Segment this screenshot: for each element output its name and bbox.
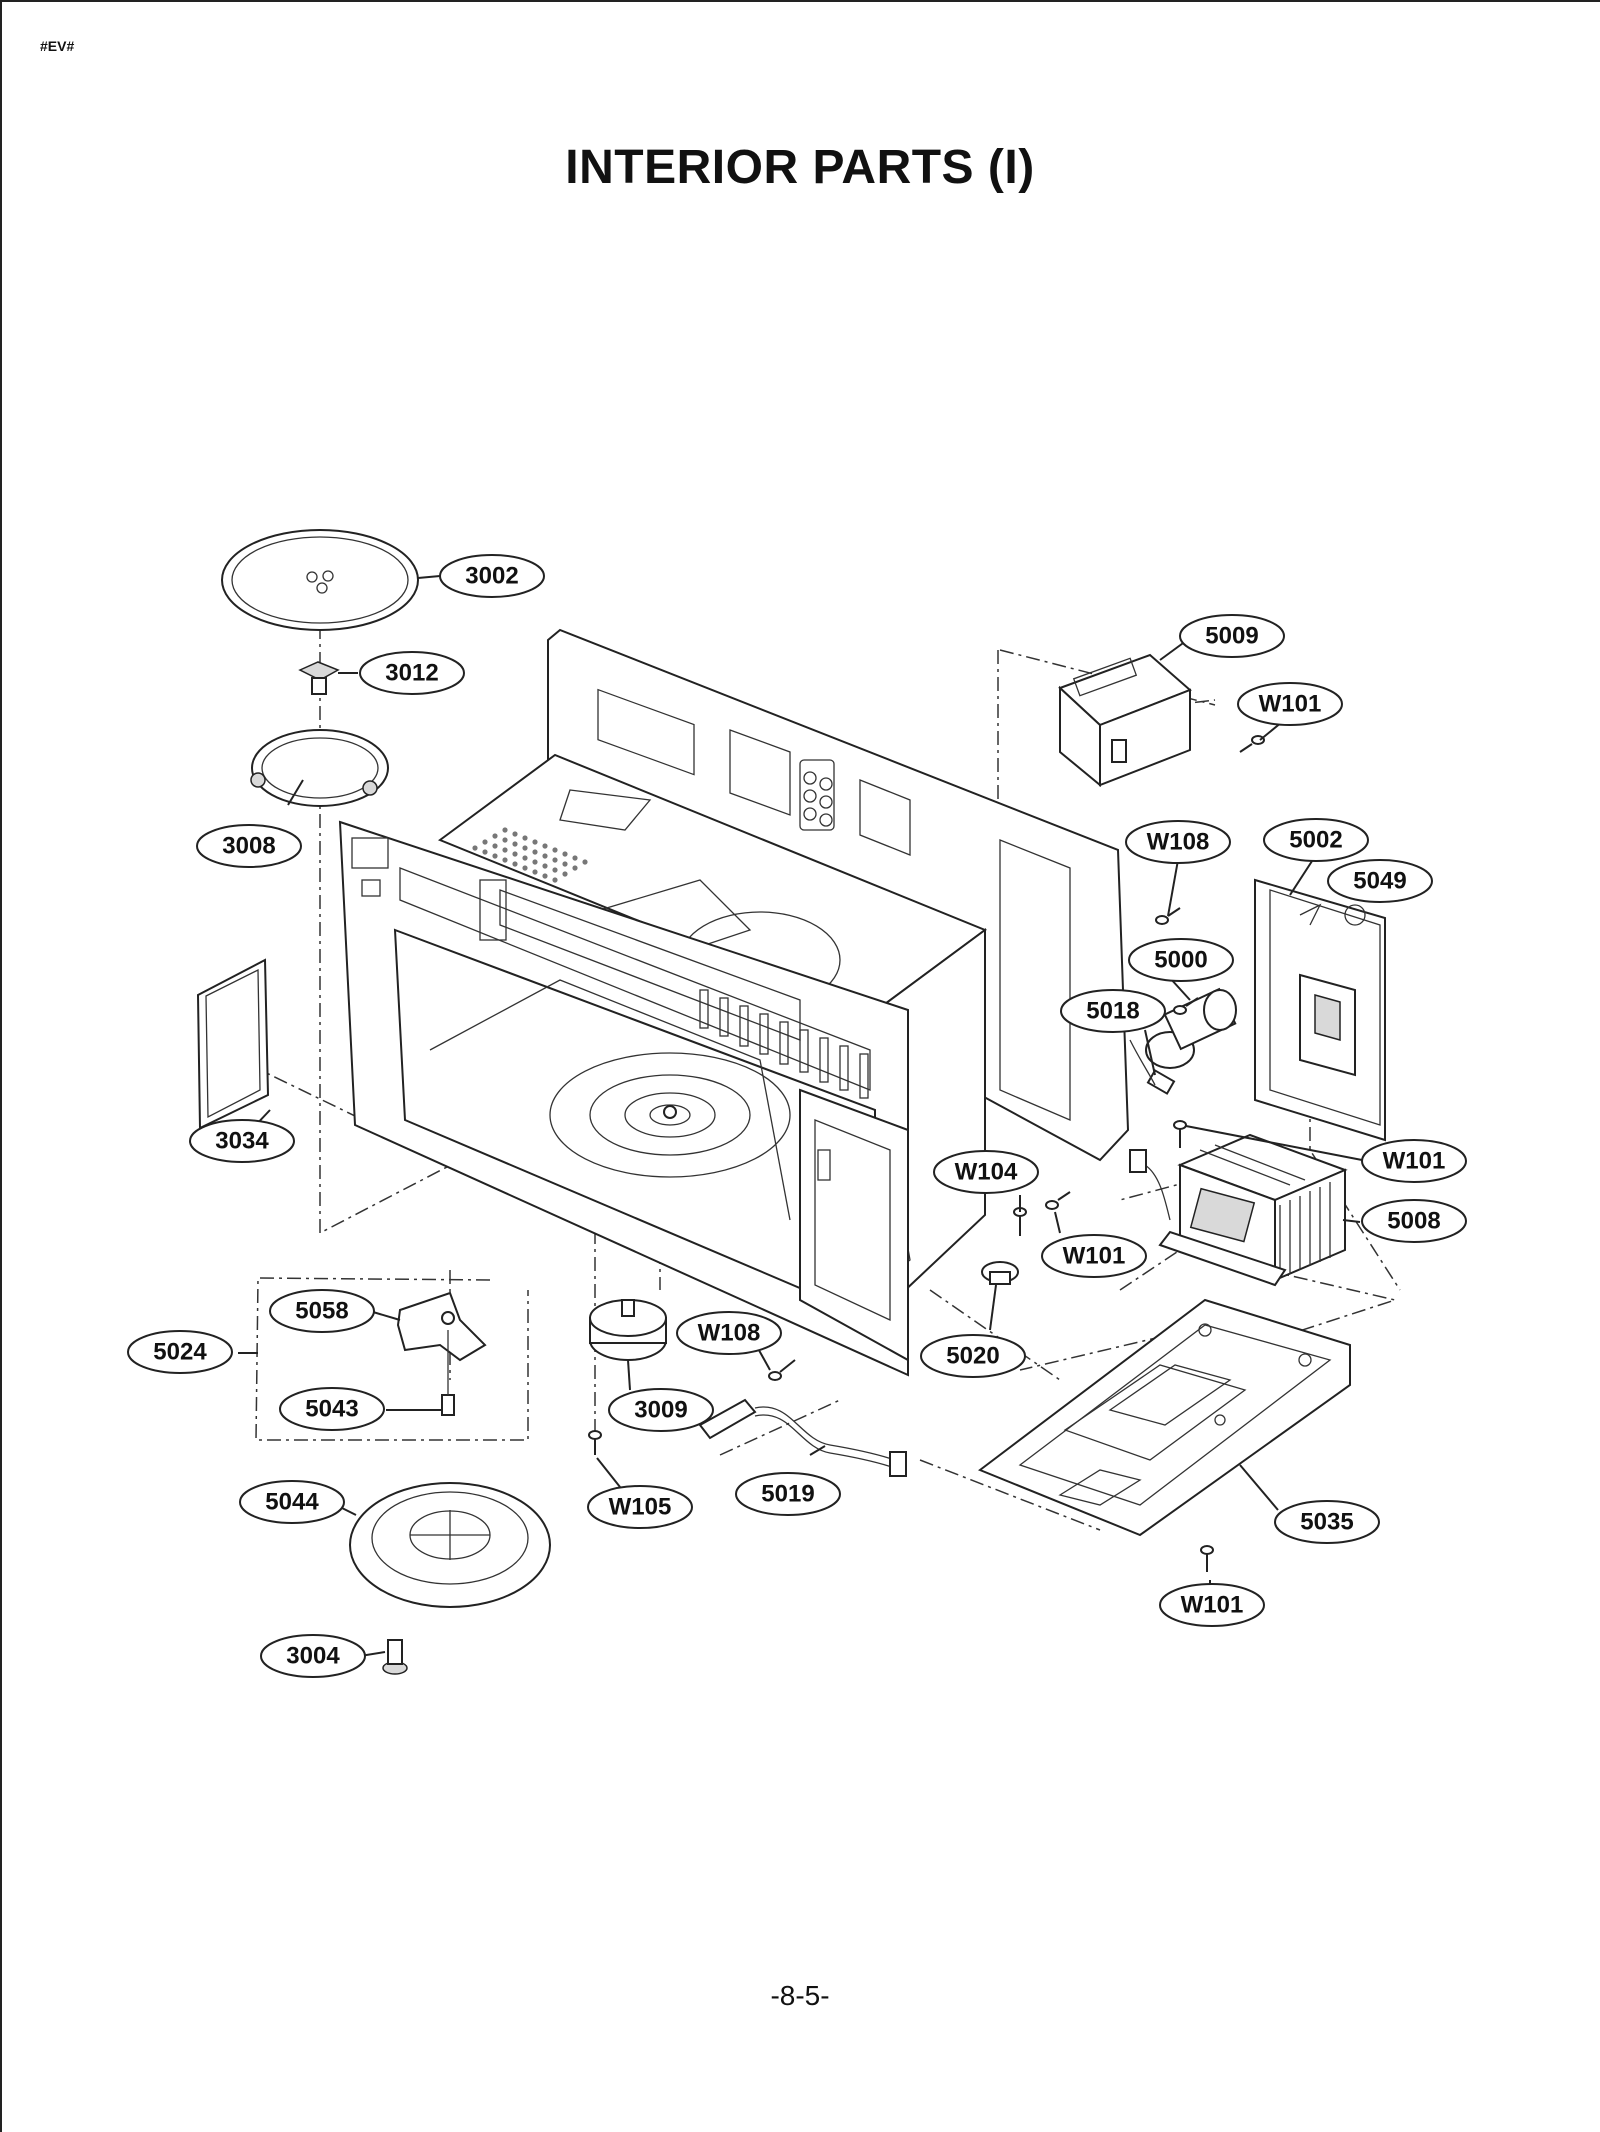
callout-label: 5058 bbox=[295, 1298, 348, 1325]
screw-w108-upper bbox=[1155, 907, 1181, 925]
callout-label: W108 bbox=[698, 1320, 761, 1347]
roller-ring bbox=[250, 729, 389, 807]
screw-w105 bbox=[588, 1430, 602, 1455]
callout-label: 3009 bbox=[634, 1397, 687, 1424]
foot bbox=[382, 1639, 408, 1675]
wire-harness bbox=[698, 1398, 907, 1477]
callout-w101-mid: W101 bbox=[1041, 1234, 1147, 1278]
screw-w104 bbox=[1013, 1207, 1027, 1236]
callout-w101-top: W101 bbox=[1237, 682, 1343, 726]
turntable-coupler bbox=[298, 661, 340, 695]
page-number: -8-5- bbox=[770, 1980, 830, 2011]
callout-5043: 5043 bbox=[279, 1387, 385, 1431]
callout-3002: 3002 bbox=[439, 554, 545, 598]
callout-label: 3034 bbox=[215, 1128, 269, 1155]
callout-5044: 5044 bbox=[239, 1480, 345, 1524]
thermostat bbox=[981, 1261, 1019, 1285]
callout-5035: 5035 bbox=[1274, 1500, 1380, 1544]
screw-w101-right bbox=[1173, 1120, 1187, 1148]
callout-label: W101 bbox=[1259, 691, 1322, 718]
callout-5000: 5000 bbox=[1128, 938, 1234, 982]
callout-5024: 5024 bbox=[127, 1330, 233, 1374]
callout-5009: 5009 bbox=[1179, 614, 1285, 658]
callout-label: W101 bbox=[1063, 1243, 1126, 1270]
turntable-motor bbox=[589, 1299, 667, 1361]
callout-label: 5008 bbox=[1387, 1208, 1440, 1235]
leader-lines bbox=[238, 575, 1373, 1658]
callout-label: W108 bbox=[1147, 829, 1210, 856]
callout-label: W101 bbox=[1181, 1592, 1244, 1619]
screw-w101-bottom bbox=[1200, 1545, 1214, 1572]
callout-w108-upper: W108 bbox=[1125, 820, 1231, 864]
callout-3008: 3008 bbox=[196, 824, 302, 868]
callout-label: 5024 bbox=[153, 1339, 207, 1366]
callout-5002: 5002 bbox=[1263, 818, 1369, 862]
callout-w108-lower: W108 bbox=[676, 1311, 782, 1355]
callout-3009: 3009 bbox=[608, 1388, 714, 1432]
callout-3004: 3004 bbox=[260, 1634, 366, 1678]
callout-label: 5002 bbox=[1289, 827, 1342, 854]
callout-3034: 3034 bbox=[189, 1119, 295, 1163]
callout-label: 5018 bbox=[1086, 998, 1139, 1025]
page-title: INTERIOR PARTS (I) bbox=[565, 141, 1035, 194]
stirrer-assembly-box bbox=[255, 1277, 529, 1441]
oven-cavity bbox=[338, 628, 1130, 1377]
screw-capacitor bbox=[1173, 997, 1199, 1015]
callout-w105: W105 bbox=[587, 1485, 693, 1529]
callout-label: 5000 bbox=[1154, 947, 1207, 974]
waveguide-cover bbox=[196, 958, 270, 1130]
document-tag: #EV# bbox=[40, 38, 75, 54]
callout-label: W105 bbox=[609, 1494, 672, 1521]
callout-5020: 5020 bbox=[920, 1334, 1026, 1378]
callout-label: 5020 bbox=[946, 1343, 999, 1370]
callout-label: 3008 bbox=[222, 833, 275, 860]
callout-5008: 5008 bbox=[1361, 1199, 1467, 1243]
magnetron bbox=[1058, 653, 1192, 788]
callout-5019: 5019 bbox=[735, 1472, 841, 1516]
stirrer-cover bbox=[349, 1482, 551, 1608]
capacitor-bracket bbox=[1254, 878, 1386, 1142]
callout-label: W104 bbox=[955, 1159, 1018, 1186]
glass-tray bbox=[221, 529, 419, 631]
callout-5018: 5018 bbox=[1060, 989, 1166, 1033]
callout-label: 3002 bbox=[465, 563, 518, 590]
callout-5058: 5058 bbox=[269, 1289, 375, 1333]
callout-3012: 3012 bbox=[359, 651, 465, 695]
screw-w101-mid bbox=[1045, 1191, 1071, 1210]
hv-transformer bbox=[1129, 1133, 1348, 1287]
callout-w104: W104 bbox=[933, 1150, 1039, 1194]
callout-label: 3004 bbox=[286, 1643, 340, 1670]
callout-w101-right: W101 bbox=[1361, 1139, 1467, 1183]
callout-label: 5049 bbox=[1353, 868, 1406, 895]
callout-label: 5035 bbox=[1300, 1509, 1353, 1536]
callout-label: 5043 bbox=[305, 1396, 358, 1423]
screw-w108-lower bbox=[768, 1359, 796, 1381]
callout-label: W101 bbox=[1383, 1148, 1446, 1175]
callout-label: 5019 bbox=[761, 1481, 814, 1508]
callout-label: 5044 bbox=[265, 1489, 319, 1516]
hv-diode bbox=[1129, 1039, 1176, 1095]
base-plate bbox=[977, 1298, 1351, 1537]
callout-label: 3012 bbox=[385, 660, 438, 687]
callout-label: 5009 bbox=[1205, 623, 1258, 650]
callout-5049: 5049 bbox=[1327, 859, 1433, 903]
hv-capacitor bbox=[1145, 987, 1237, 1069]
callout-w101-bottom: W101 bbox=[1159, 1583, 1265, 1627]
